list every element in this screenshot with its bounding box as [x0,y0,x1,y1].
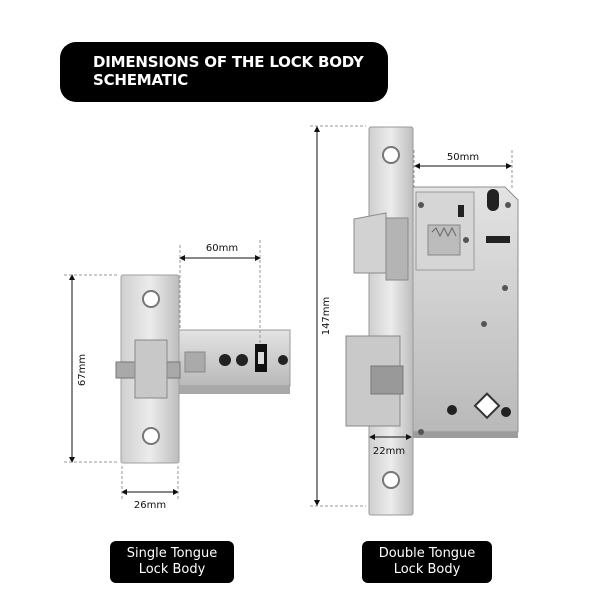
double-lock-latch-tongue [353,212,387,274]
title-banner: DIMENSIONS OF THE LOCK BODY SCHEMATIC [60,42,388,102]
screw-icon [505,202,511,208]
left-width-label: 26mm [134,500,166,511]
caption-line-1: Double Tongue [378,546,476,561]
single-lock-hole [278,355,288,365]
faceplate-screw-hole [382,146,400,164]
right-width-label: 22mm [373,446,405,457]
title-line-1: DIMENSIONS OF THE LOCK BODY [93,53,364,71]
double-tongue-caption: Double Tongue Lock Body [362,541,492,583]
title-line-2: SCHEMATIC [93,71,189,89]
double-tongue-lock [345,126,519,516]
left-height-label: 67mm [77,354,88,386]
faceplate-screw-hole [142,290,160,308]
double-lock-deadbolt-detail [370,365,404,395]
single-tongue-lock [115,274,291,464]
screw-icon [481,321,487,327]
screw-icon [502,285,508,291]
double-lock-spring-housing [427,224,461,256]
single-lock-hole [219,354,231,366]
single-lock-case-shadow [178,386,290,394]
double-lock-spring [431,226,457,238]
single-lock-spindle [258,352,264,364]
double-lock-case-shadow [412,432,518,438]
double-lock-hole [447,405,457,415]
single-lock-hole [236,354,248,366]
double-lock-latch-back [385,217,409,281]
caption-line-1: Single Tongue [126,546,218,561]
right-height-label: 147mm [321,297,332,336]
double-lock-slot [458,205,464,217]
single-lock-latch [134,339,168,399]
single-lock-latch-spring [184,351,206,373]
caption-line-2: Lock Body [138,562,206,577]
screw-icon [418,202,424,208]
caption-line-2: Lock Body [393,562,461,577]
double-lock-slot [487,189,499,211]
screw-icon [418,429,424,435]
single-tongue-caption: Single Tongue Lock Body [110,541,234,583]
double-lock-hole [501,407,511,417]
right-depth-label: 50mm [447,152,479,163]
double-lock-slot [486,236,510,243]
screw-icon [463,237,469,243]
faceplate-screw-hole [142,427,160,445]
left-depth-label: 60mm [206,243,238,254]
faceplate-screw-hole [382,471,400,489]
double-lock-spindle-hole [473,392,501,420]
